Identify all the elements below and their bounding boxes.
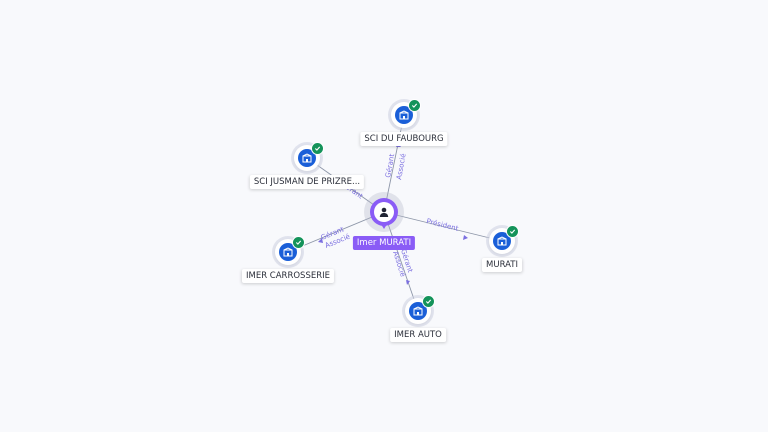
company-avatar (294, 145, 320, 171)
arrow-icon (406, 280, 410, 285)
relation-label: Président (426, 217, 460, 233)
edge-auto (383, 211, 419, 312)
relation-label: Gérant (384, 153, 396, 178)
arrow-icon (318, 238, 323, 243)
verified-icon (408, 99, 421, 112)
building-icon (302, 153, 312, 163)
company-label: MURATI (482, 258, 522, 272)
company-label: IMER CARROSSERIE (241, 269, 335, 283)
relation-label: Associé (395, 153, 407, 180)
verified-icon (292, 236, 305, 249)
verified-icon (422, 295, 435, 308)
person-label: Imer MURATI (352, 236, 416, 250)
company-label: SCI DU FAUBOURG (360, 132, 448, 146)
verified-icon (506, 225, 519, 238)
company-avatar (391, 102, 417, 128)
company-label: SCI JUSMAN DE PRIZRE... (249, 175, 365, 189)
arrow-icon (463, 235, 468, 240)
building-icon (413, 306, 423, 316)
edge-murati (383, 211, 503, 242)
person-icon (379, 207, 389, 217)
building-icon (283, 247, 293, 257)
verified-icon (311, 142, 324, 155)
edge-faubourg (383, 114, 405, 213)
person-avatar (370, 198, 398, 226)
company-label: IMER AUTO (390, 328, 446, 342)
building-icon (399, 110, 409, 120)
building-icon (497, 236, 507, 246)
